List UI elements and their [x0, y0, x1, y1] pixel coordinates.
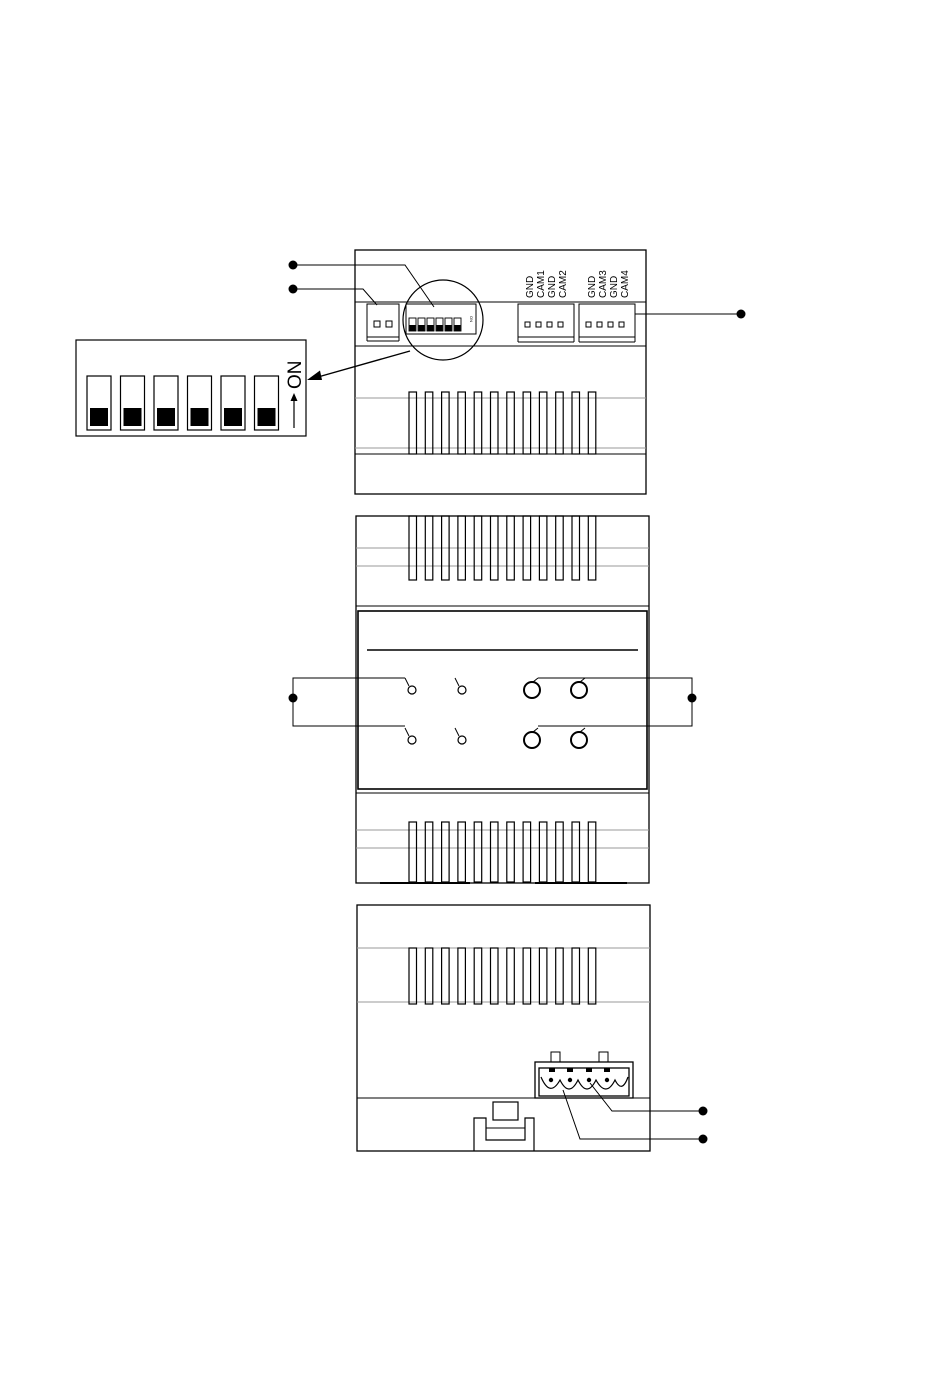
vent-slot — [588, 822, 596, 882]
front-view-housing — [356, 516, 649, 883]
callout-video-terminals — [635, 310, 746, 319]
bottom-view-housing — [357, 905, 650, 1151]
vent-slot — [556, 392, 564, 454]
dip-on-label: ON — [285, 361, 306, 390]
video-terminal-left — [518, 304, 574, 342]
vent-slot — [425, 822, 433, 882]
vent-slot — [588, 392, 596, 454]
label-gnd-2: GND — [547, 276, 558, 298]
vent-slot — [507, 392, 515, 454]
top-view: ON GND CAM1 GND C — [76, 250, 746, 494]
vent-slot — [425, 948, 433, 1004]
dip-switch-lever — [191, 408, 209, 426]
vent-slot — [458, 948, 466, 1004]
front-view — [289, 516, 697, 883]
vent-slot — [539, 822, 547, 882]
vent-slot — [474, 392, 482, 454]
vent-slot — [474, 822, 482, 882]
dip-switch-lever — [258, 408, 276, 426]
vent-slot — [409, 948, 417, 1004]
vent-slot — [458, 822, 466, 882]
callout-dip-switch — [289, 261, 435, 308]
dip-switch-small: ON — [406, 304, 476, 334]
vent-slot — [556, 948, 564, 1004]
dip-switch-lever — [90, 408, 108, 426]
vent-slot — [507, 822, 515, 882]
vent-slot — [523, 822, 531, 882]
vent-slot — [539, 948, 547, 1004]
vent-slot — [491, 392, 499, 454]
vent-slot — [539, 392, 547, 454]
vent-slot — [409, 822, 417, 882]
label-gnd-4: GND — [609, 276, 620, 298]
vent-slot — [442, 392, 450, 454]
label-cam4: CAM4 — [620, 270, 631, 298]
vent-slot — [572, 948, 580, 1004]
vent-slot — [523, 392, 531, 454]
vent-slot — [442, 822, 450, 882]
vent-slot — [588, 948, 596, 1004]
dip-switch-small-lever — [455, 325, 461, 331]
dip-switch-small-lever — [410, 325, 416, 331]
terminal-labels: GND CAM1 GND CAM2 GND CAM3 GND CAM4 — [525, 270, 631, 298]
front-vent-grille-bottom — [409, 822, 596, 882]
dip-switch-small-lever — [446, 325, 452, 331]
dip-switch-lever — [224, 408, 242, 426]
dip-switch-lever — [124, 408, 142, 426]
label-cam3: CAM3 — [598, 270, 609, 298]
vent-slot — [474, 948, 482, 1004]
vent-slot — [491, 822, 499, 882]
vent-slot — [442, 948, 450, 1004]
callout-buttons — [538, 678, 697, 726]
vent-slot — [409, 392, 417, 454]
svg-text:ON: ON — [469, 316, 474, 322]
callout-bus-terminal-a — [590, 1083, 708, 1116]
vent-slot — [572, 392, 580, 454]
magnifier-arrow — [318, 351, 410, 377]
bottom-view — [357, 905, 708, 1151]
dip-switch-small-lever — [419, 325, 425, 331]
dip-switch-small-lever — [428, 325, 434, 331]
indicator-leds — [405, 678, 466, 744]
power-connector — [367, 304, 399, 341]
front-panel — [358, 611, 647, 789]
label-cam2: CAM2 — [558, 270, 569, 298]
front-buttons — [524, 678, 587, 748]
vent-slot — [572, 822, 580, 882]
vent-slot — [491, 948, 499, 1004]
bus-terminal-connector — [535, 1052, 633, 1098]
label-gnd-1: GND — [525, 276, 536, 298]
vent-slot — [556, 822, 564, 882]
label-gnd-3: GND — [587, 276, 598, 298]
dip-switch-small-lever — [437, 325, 443, 331]
top-vent-grille — [409, 392, 596, 454]
vent-slot — [458, 392, 466, 454]
vent-slot — [507, 948, 515, 1004]
dip-switch-detail: ON — [76, 340, 410, 436]
bottom-vent-grille — [409, 948, 596, 1004]
din-rail-clip — [474, 1102, 534, 1151]
dip-switch-lever — [157, 408, 175, 426]
label-cam1: CAM1 — [536, 270, 547, 298]
vent-slot — [523, 948, 531, 1004]
vent-slot — [425, 392, 433, 454]
video-terminal-right — [579, 304, 635, 342]
callout-leds — [289, 678, 406, 726]
